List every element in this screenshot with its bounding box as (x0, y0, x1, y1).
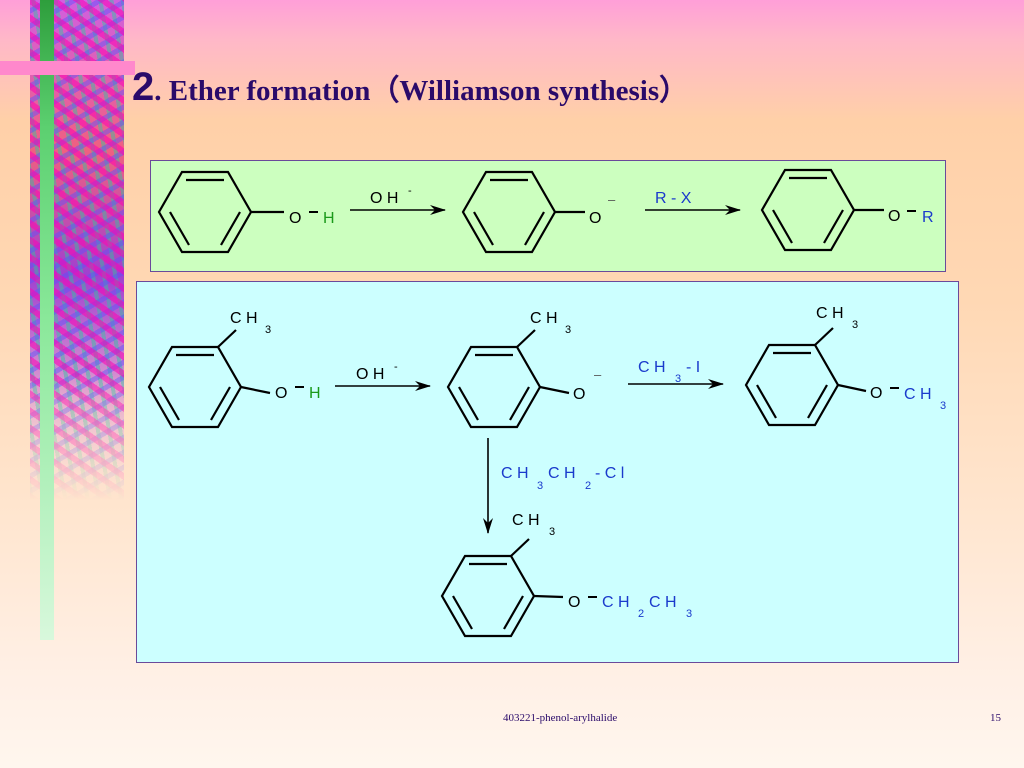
benzene-ring-phenoxide (461, 170, 585, 254)
cresol-hydrogen: H (309, 385, 321, 402)
ethyl-ether-oxygen: O (568, 594, 580, 611)
cresol-methyl-subscript: 3 (265, 324, 271, 336)
ethyl-ether-ring-methyl-subscript: 3 (549, 526, 555, 538)
cresolate-charge: – (594, 367, 602, 382)
benzene-ring-cresol (147, 329, 271, 429)
benzene-ring-phenol (157, 170, 284, 254)
ethoxy-subscript-2: 3 (686, 608, 692, 620)
ether-R-group: R (922, 209, 934, 226)
cresolate-methyl: C H (530, 310, 558, 327)
ethoxy-subscript-1: 2 (638, 608, 644, 620)
reagent-alkyl-halide: R - X (655, 190, 692, 207)
decorative-green-bar (40, 0, 54, 640)
page-number: 15 (990, 712, 1001, 724)
reagent-ethyl-chloride: C H (501, 465, 529, 482)
benzene-ring-aryl-ether (760, 168, 884, 252)
phenol-oxygen: O (289, 210, 301, 227)
reagent-hydroxide-2: O H (356, 366, 384, 383)
hydroxide-charge: - (408, 185, 412, 197)
title-text: . Ether formation（Williamson synthesis） (154, 75, 689, 107)
footer-course-label: 403221-phenol-arylhalide (503, 712, 618, 724)
ether-oxygen: O (888, 208, 900, 225)
benzene-ring-cresolate (446, 329, 570, 429)
phenoxide-oxygen: O (589, 210, 601, 227)
cresolate-methyl-subscript: 3 (565, 324, 571, 336)
reagent-hydroxide: O H (370, 190, 398, 207)
ethyl-ether-ring-methyl: C H (512, 512, 540, 529)
cresol-oxygen: O (275, 385, 287, 402)
methyl-ether-ring-methyl: C H (816, 305, 844, 322)
slide-title: 2. Ether formation（Williamson synthesis） (132, 62, 688, 112)
methyl-ether-oxygen: O (870, 385, 882, 402)
methoxy-group: C H (904, 386, 932, 403)
ethoxy-ch3: C H (649, 594, 677, 611)
cresol-methyl: C H (230, 310, 258, 327)
benzene-ring-methyl-ether (744, 327, 867, 427)
cresolate-oxygen: O (573, 386, 585, 403)
ethyl-chloride-subscript-1: 3 (537, 480, 543, 492)
methoxy-subscript: 3 (940, 400, 946, 412)
methyl-iodide-iodine: - I (686, 359, 700, 376)
phenol-hydrogen: H (323, 210, 335, 227)
ethyl-chloride-chlorine: - C l (595, 465, 624, 482)
reagent-methyl-iodide: C H (638, 359, 666, 376)
methyl-ether-ring-methyl-subscript: 3 (852, 319, 858, 331)
phenoxide-charge: – (608, 192, 616, 207)
ethoxy-ch2: C H (602, 594, 630, 611)
cresol-example-panel (136, 281, 959, 663)
methyl-iodide-subscript: 3 (675, 373, 681, 385)
ethyl-chloride-subscript-2: 2 (585, 480, 591, 492)
title-number: 2 (132, 65, 155, 109)
hydroxide-charge-2: - (394, 361, 398, 373)
benzene-ring-ethyl-ether (440, 538, 564, 638)
decorative-pink-bar (0, 61, 135, 75)
ethyl-chloride-ch2: C H (548, 465, 576, 482)
